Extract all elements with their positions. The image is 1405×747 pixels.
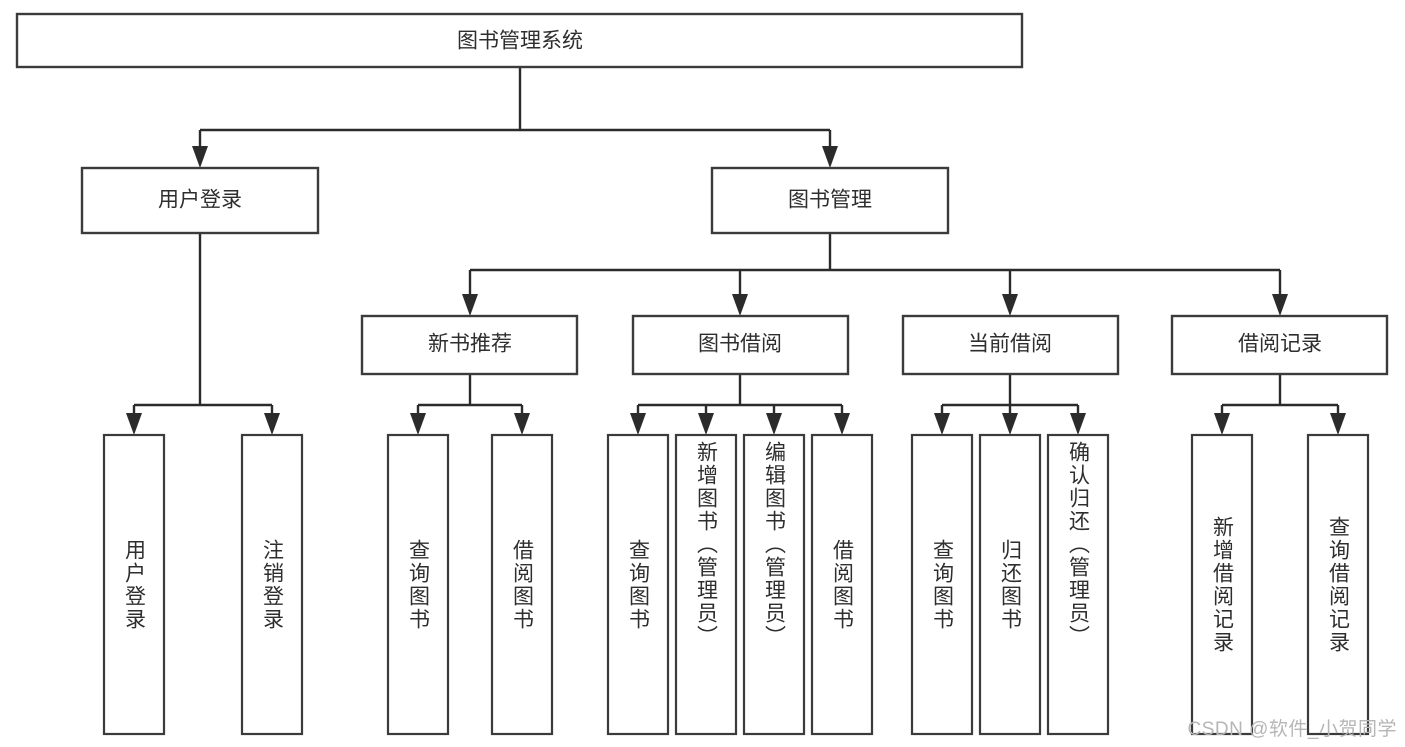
leaf-box-current-return[interactable] xyxy=(978,433,1042,736)
leaf-box-record-query[interactable] xyxy=(1306,433,1370,736)
node-borrow-record-label: 借阅记录 xyxy=(1238,333,1322,356)
arrow-bookborrow-c4 xyxy=(834,413,850,435)
node-current-borrow-box[interactable] xyxy=(901,314,1120,376)
leaf-boxes xyxy=(102,433,1370,736)
leaf-box-newbook-borrow[interactable] xyxy=(490,433,554,736)
connector-newbook-to-leaves xyxy=(410,374,530,435)
node-borrow-record[interactable]: 借阅记录 xyxy=(1170,314,1389,376)
node-book-management[interactable]: 图书管理 xyxy=(710,166,950,235)
connector-bookborrow-to-leaves xyxy=(630,374,850,435)
node-root-label: 图书管理系统 xyxy=(457,30,583,53)
connector-root-to-level2 xyxy=(192,67,838,168)
watermark-text: CSDN @软件_小贺同学 xyxy=(1187,719,1397,740)
arrow-bookborrow-c3 xyxy=(766,413,782,435)
arrow-book-mgmt xyxy=(822,146,838,168)
leaf-box-borrow-edit[interactable] xyxy=(742,433,806,736)
node-new-book-recommend-box[interactable] xyxy=(360,314,579,376)
node-book-borrow-label: 图书借阅 xyxy=(698,333,782,356)
arrow-user-login xyxy=(192,146,208,168)
arrow-l3-currentborrow xyxy=(1002,294,1018,316)
arrow-newbook-c1 xyxy=(410,413,426,435)
connector-userlogin-to-leaves xyxy=(126,233,280,435)
arrow-userlogin-c1 xyxy=(126,413,142,435)
leaf-box-logout[interactable] xyxy=(240,433,304,736)
arrow-userlogin-c2 xyxy=(264,413,280,435)
arrow-currentborrow-c1 xyxy=(934,413,950,435)
leaf-box-current-confirm[interactable] xyxy=(1046,433,1110,736)
connector-bookmgmt-to-level3 xyxy=(462,233,1288,316)
node-current-borrow[interactable]: 当前借阅 xyxy=(901,314,1120,376)
leaf-box-borrow-lend[interactable] xyxy=(810,433,874,736)
leaf-box-borrow-add[interactable] xyxy=(674,433,738,736)
node-user-login[interactable]: 用户登录 xyxy=(80,166,320,235)
arrow-borrowrecord-c1 xyxy=(1214,413,1230,435)
leaf-box-borrow-query[interactable] xyxy=(606,433,670,736)
arrow-currentborrow-c2 xyxy=(1002,413,1018,435)
node-current-borrow-label: 当前借阅 xyxy=(968,333,1052,356)
node-borrow-record-box[interactable] xyxy=(1170,314,1389,376)
node-book-management-box[interactable] xyxy=(710,166,950,235)
node-root-box[interactable] xyxy=(15,12,1024,69)
arrow-newbook-c2 xyxy=(514,413,530,435)
connector-borrowrecord-to-leaves xyxy=(1214,374,1346,435)
arrow-bookborrow-c1 xyxy=(630,413,646,435)
leaf-box-current-query[interactable] xyxy=(910,433,974,736)
node-user-login-label: 用户登录 xyxy=(158,189,242,212)
node-book-borrow[interactable]: 图书借阅 xyxy=(631,314,850,376)
arrow-bookborrow-c2 xyxy=(698,413,714,435)
leaf-box-newbook-query[interactable] xyxy=(386,433,450,736)
arrow-l3-borrowrecord xyxy=(1272,294,1288,316)
node-new-book-recommend-label: 新书推荐 xyxy=(428,333,512,356)
leaf-box-user-login[interactable] xyxy=(102,433,166,736)
arrow-borrowrecord-c2 xyxy=(1330,413,1346,435)
node-root[interactable]: 图书管理系统 xyxy=(15,12,1024,69)
arrow-l3-newbook xyxy=(462,294,478,316)
arrow-l3-bookborrow xyxy=(732,294,748,316)
node-new-book-recommend[interactable]: 新书推荐 xyxy=(360,314,579,376)
connector-currentborrow-to-leaves xyxy=(934,374,1086,435)
node-book-management-label: 图书管理 xyxy=(788,189,872,212)
leaf-box-record-add[interactable] xyxy=(1190,433,1254,736)
node-user-login-box[interactable] xyxy=(80,166,320,235)
arrow-currentborrow-c3 xyxy=(1070,413,1086,435)
node-book-borrow-box[interactable] xyxy=(631,314,850,376)
